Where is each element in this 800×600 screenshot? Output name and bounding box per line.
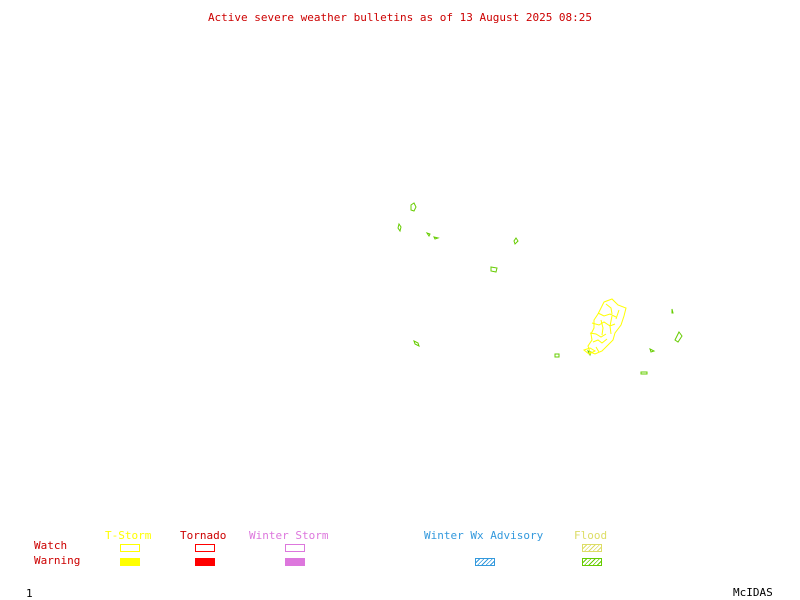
legend-tornado-label: Tornado [180,529,227,542]
legend-winter-storm-label: Winter Storm [249,529,329,542]
flood-warning-areas [397,202,683,375]
legend-flood-label: Flood [574,529,608,542]
software-label: McIDAS [733,586,773,599]
tornado-warning-swatch [195,558,215,566]
tstorm-watch-area [582,298,627,355]
tstorm-warning-swatch [120,558,140,566]
legend-row-watch-label: Watch [34,539,68,552]
legend-winter-advisory-label: Winter Wx Advisory [424,529,544,542]
flood-warning-swatch [582,558,602,566]
legend-tstorm-label: T-Storm [105,529,152,542]
winter-storm-warning-swatch [285,558,305,566]
page-title: Active severe weather bulletins as of 13… [207,11,593,24]
tornado-watch-swatch [195,544,215,552]
winter-storm-watch-swatch [285,544,305,552]
flood-watch-swatch [582,544,602,552]
tstorm-watch-swatch [120,544,140,552]
legend-row-warning-label: Warning [34,554,81,567]
winter-advisory-warning-swatch [475,558,495,566]
frame-number: 1 [26,587,33,600]
